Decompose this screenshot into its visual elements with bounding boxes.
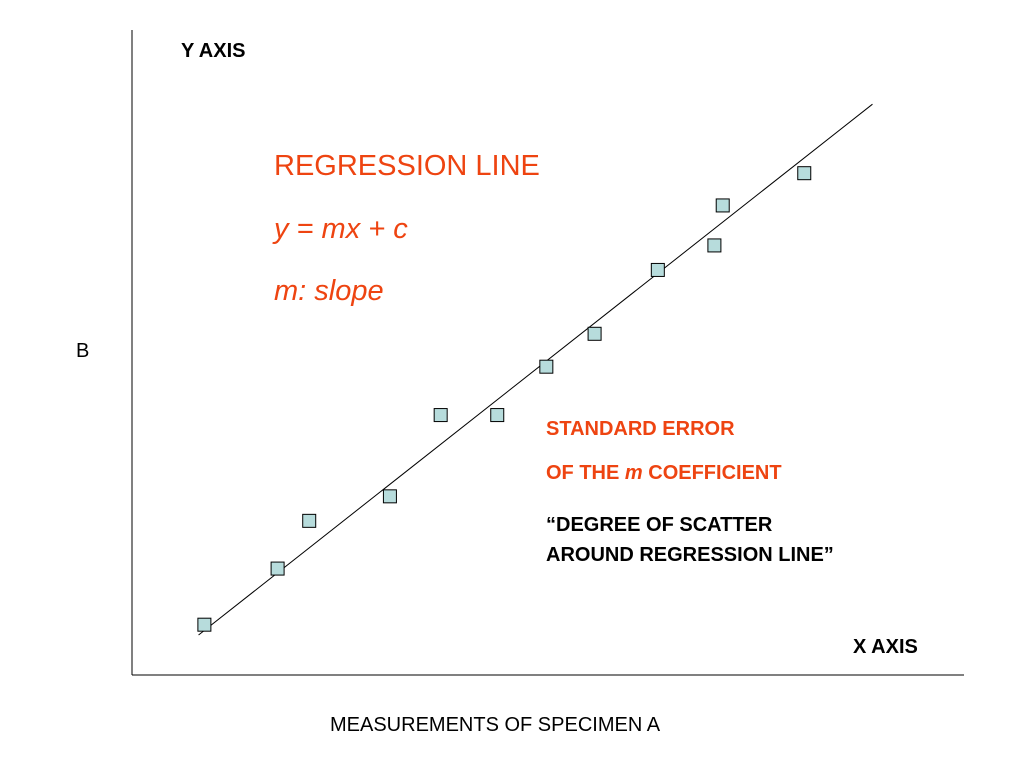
data-point [270,561,285,576]
scatter-quote-line-2: AROUND REGRESSION LINE” [546,544,834,566]
x-axis-label: MEASUREMENTS OF SPECIMEN A [330,714,661,736]
m-coefficient-symbol: m [624,462,643,484]
data-point [715,198,730,213]
scatter-quote-line-1: “DEGREE OF SCATTER [546,514,773,536]
data-point [382,489,397,504]
data-point [197,617,212,632]
data-point [650,262,665,277]
data-point [433,408,448,423]
standard-error-suffix: COEFFICIENT [642,462,782,484]
standard-error-prefix: OF THE [546,462,625,484]
data-point [539,359,554,374]
data-point [302,513,317,528]
regression-title: REGRESSION LINE [274,150,540,182]
regression-equation: y = mx + c [274,213,408,245]
x-axis-title: X AXIS [853,636,918,658]
regression-line [198,103,873,636]
standard-error-subtitle: OF THE m COEFFICIENT [546,462,782,485]
data-points [197,166,812,632]
standard-error-title: STANDARD ERROR [546,418,735,440]
data-point [490,408,505,423]
data-point [707,238,722,253]
regression-line-group [198,103,873,636]
y-axis-title: Y AXIS [181,40,246,62]
data-point [797,166,812,181]
data-point [587,326,602,341]
slope-note: m: slope [274,275,384,307]
scatter-quote: “DEGREE OF SCATTER AROUND REGRESSION LIN… [546,510,834,570]
y-axis-label: B [76,340,90,362]
